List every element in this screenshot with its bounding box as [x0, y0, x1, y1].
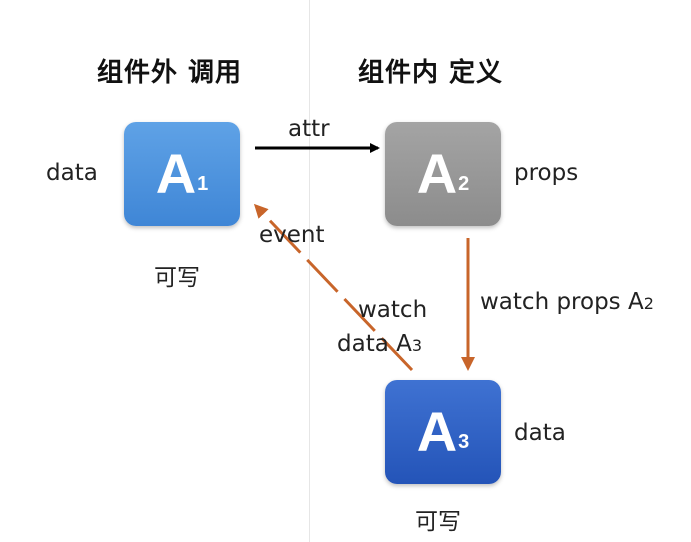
edge-watch-props-subscript: 2 [643, 294, 654, 313]
center-divider [309, 0, 310, 542]
edge-attr-label: attr [288, 116, 330, 142]
edge-event-label: event [259, 222, 325, 248]
node-a2-letter: A [416, 142, 458, 205]
node-a1-letter: A [155, 142, 197, 205]
label-a1-writable: 可写 [154, 265, 200, 291]
node-a3: A 3 [385, 380, 501, 484]
node-a2-subscript: 2 [458, 173, 470, 195]
edge-watch-data-line2: data A3 [337, 331, 422, 357]
node-a3-subscript: 3 [458, 431, 470, 453]
label-a3-data: data [514, 420, 566, 446]
edge-watch-props-text: watch props A [480, 289, 644, 315]
edge-watch-data-subscript: 3 [411, 336, 423, 355]
label-a2-props: props [514, 160, 579, 186]
node-a2: A 2 [385, 122, 501, 226]
heading-inside: 组件内 定义 [358, 58, 504, 88]
label-a3-writable: 可写 [415, 509, 461, 535]
node-a1-subscript: 1 [197, 173, 209, 195]
heading-outside: 组件外 调用 [97, 58, 243, 88]
node-a3-letter: A [416, 400, 458, 463]
edge-watch-data-line1: watch [358, 297, 428, 323]
edge-event-arrow [253, 203, 414, 372]
node-a1: A 1 [124, 122, 240, 226]
edge-watch-props-label: watch props A2 [480, 289, 654, 315]
label-a1-data: data [46, 160, 98, 186]
edge-watch-data-text: data A [337, 331, 412, 357]
